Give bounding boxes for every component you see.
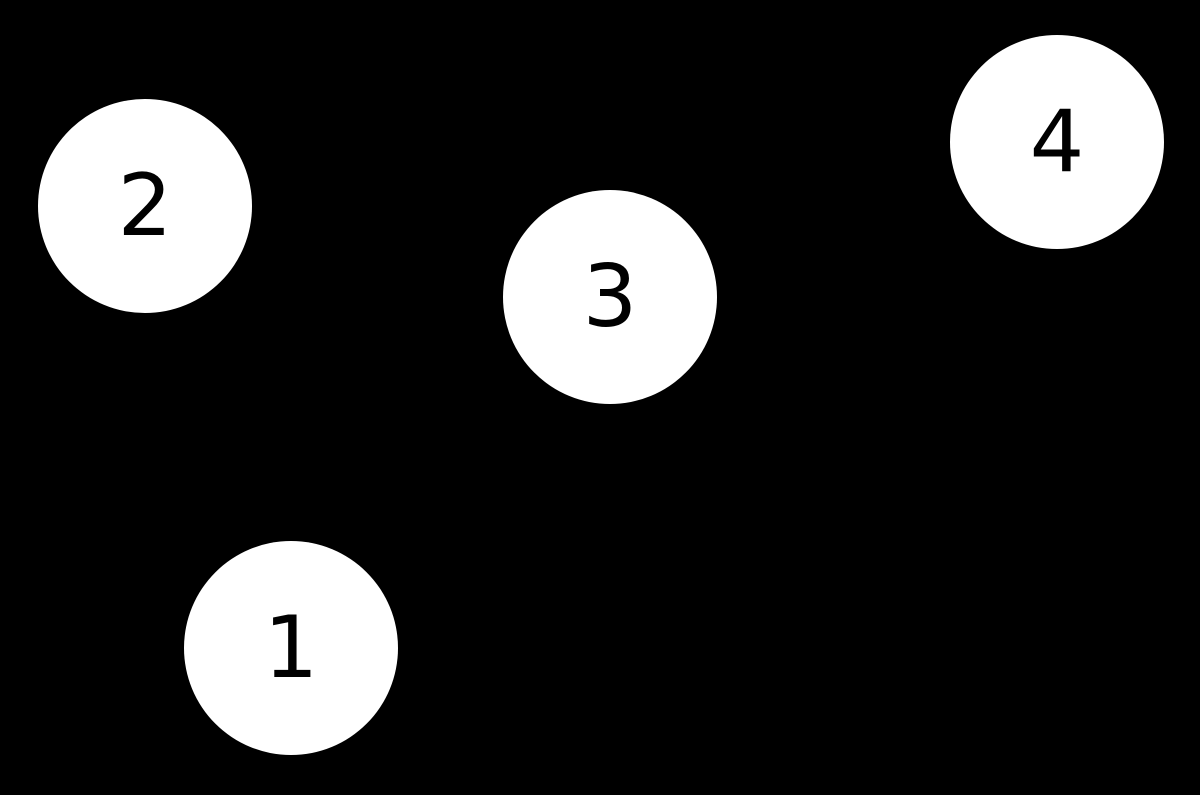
graph-node-4: 4 bbox=[950, 35, 1164, 249]
node-label-1: 1 bbox=[263, 598, 319, 698]
graph-node-3: 3 bbox=[503, 190, 717, 404]
node-label-2: 2 bbox=[117, 156, 173, 256]
node-label-3: 3 bbox=[582, 247, 638, 347]
graph-node-2: 2 bbox=[38, 99, 252, 313]
graph-node-1: 1 bbox=[184, 541, 398, 755]
node-label-4: 4 bbox=[1029, 92, 1085, 192]
